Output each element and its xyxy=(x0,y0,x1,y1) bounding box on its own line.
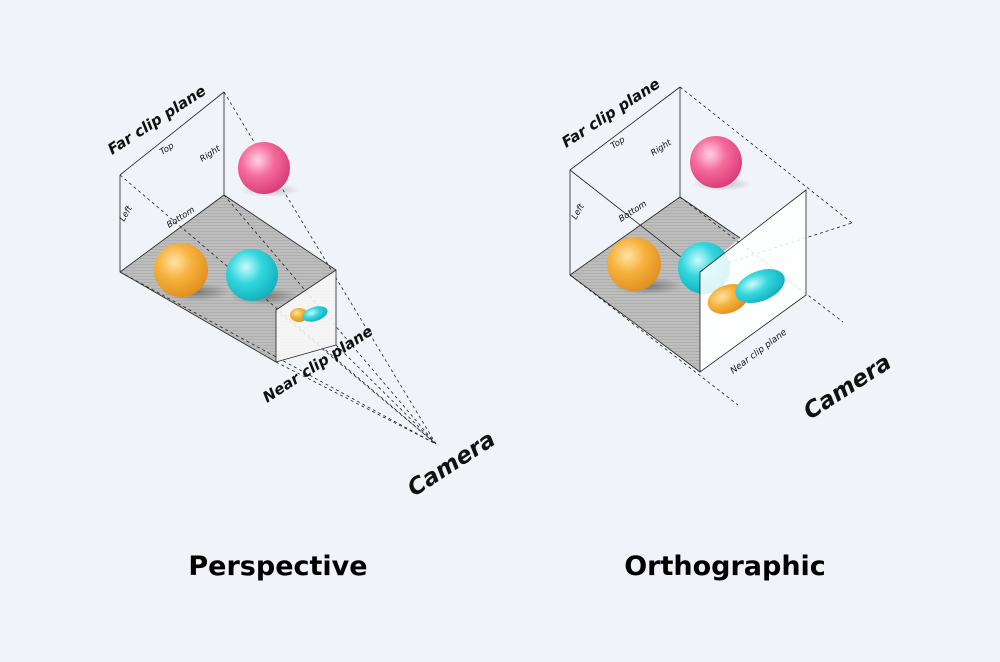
perspective-cyan-sphere xyxy=(226,249,278,301)
orthographic-pink-sphere xyxy=(690,136,742,188)
orthographic-camera-label: Camera xyxy=(799,349,896,425)
orthographic-near-cyan xyxy=(735,269,785,303)
orthographic-diagram: Far clip plane Top Right Left Bottom Nea… xyxy=(558,75,896,582)
perspective-right-label: Right xyxy=(198,144,223,165)
perspective-pink-sphere xyxy=(238,142,290,194)
perspective-far-label: Far clip plane xyxy=(104,82,209,159)
perspective-top-label: Top xyxy=(158,141,176,157)
perspective-orange-sphere xyxy=(154,243,208,297)
orthographic-left-label: Left xyxy=(570,202,587,222)
orthographic-far-label: Far clip plane xyxy=(558,75,663,152)
perspective-near-cyan xyxy=(302,306,328,322)
orthographic-top-label: Top xyxy=(609,135,627,151)
orthographic-caption: Orthographic xyxy=(624,551,826,582)
perspective-caption: Perspective xyxy=(188,551,367,582)
perspective-camera-label: Camera xyxy=(403,426,500,502)
orthographic-right-label: Right xyxy=(649,138,674,159)
orthographic-far-box xyxy=(569,86,741,373)
perspective-left-label: Left xyxy=(118,204,135,224)
perspective-far-box xyxy=(119,91,337,363)
perspective-diagram: Far clip plane Top Right Left Bottom Nea… xyxy=(104,82,500,582)
orthographic-orange-sphere xyxy=(607,237,661,291)
orthographic-bottom-label: Bottom xyxy=(617,199,649,224)
